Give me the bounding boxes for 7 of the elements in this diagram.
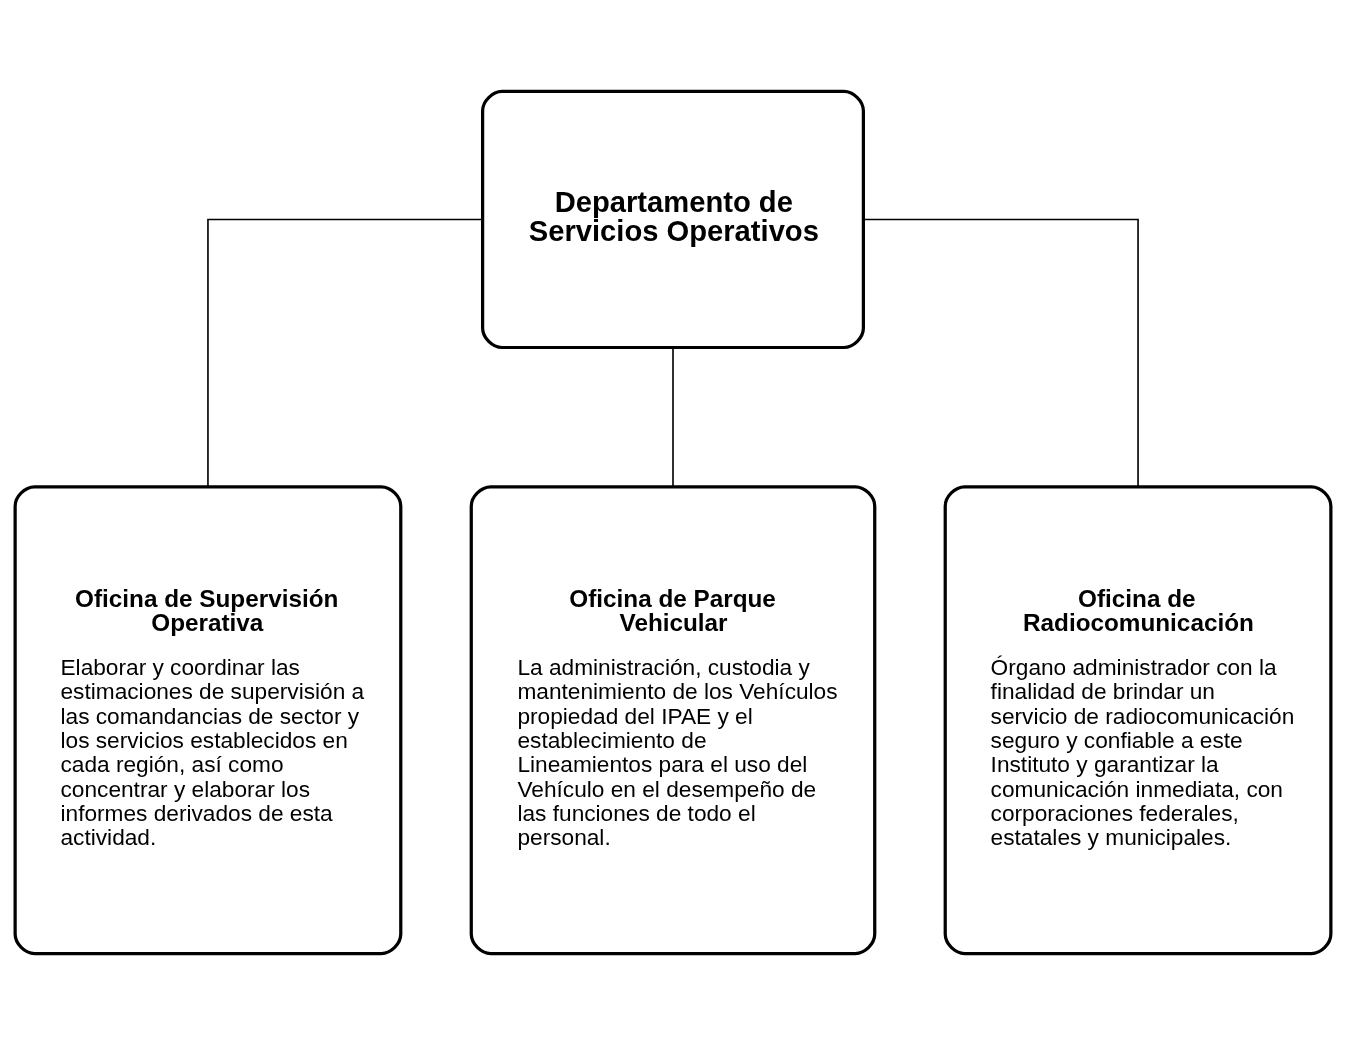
- connector: [862, 218, 1139, 487]
- connector: [207, 218, 484, 487]
- node-box: Oficina de Parque Vehicular La administración, custodia y mantenimiento de los Vehículos propiedad del IPAE y el establecimiento de Lineamientos para el uso del Vehículo en el desempeño de las funciones de todo el personal.: [469, 484, 877, 955]
- connector: [672, 346, 674, 487]
- node-box: Departamento de Servicios Operativos: [481, 89, 865, 349]
- node-box: Oficina de Supervisión Operativa Elaborar y coordinar las estimaciones de supervisión a las comandancias de sector y los servicios establecidos en cada región, así como concentrar y elaborar los informes derivados de esta actividad.: [13, 484, 403, 955]
- node-box: Oficina de Radiocomunicación Órgano administrador con la finalidad de brindar un servicio de radiocomunicación seguro y confiable a este Instituto y garantizar la comunicación inmediata, con corporaciones federales, estatales y municipales.: [943, 484, 1333, 955]
